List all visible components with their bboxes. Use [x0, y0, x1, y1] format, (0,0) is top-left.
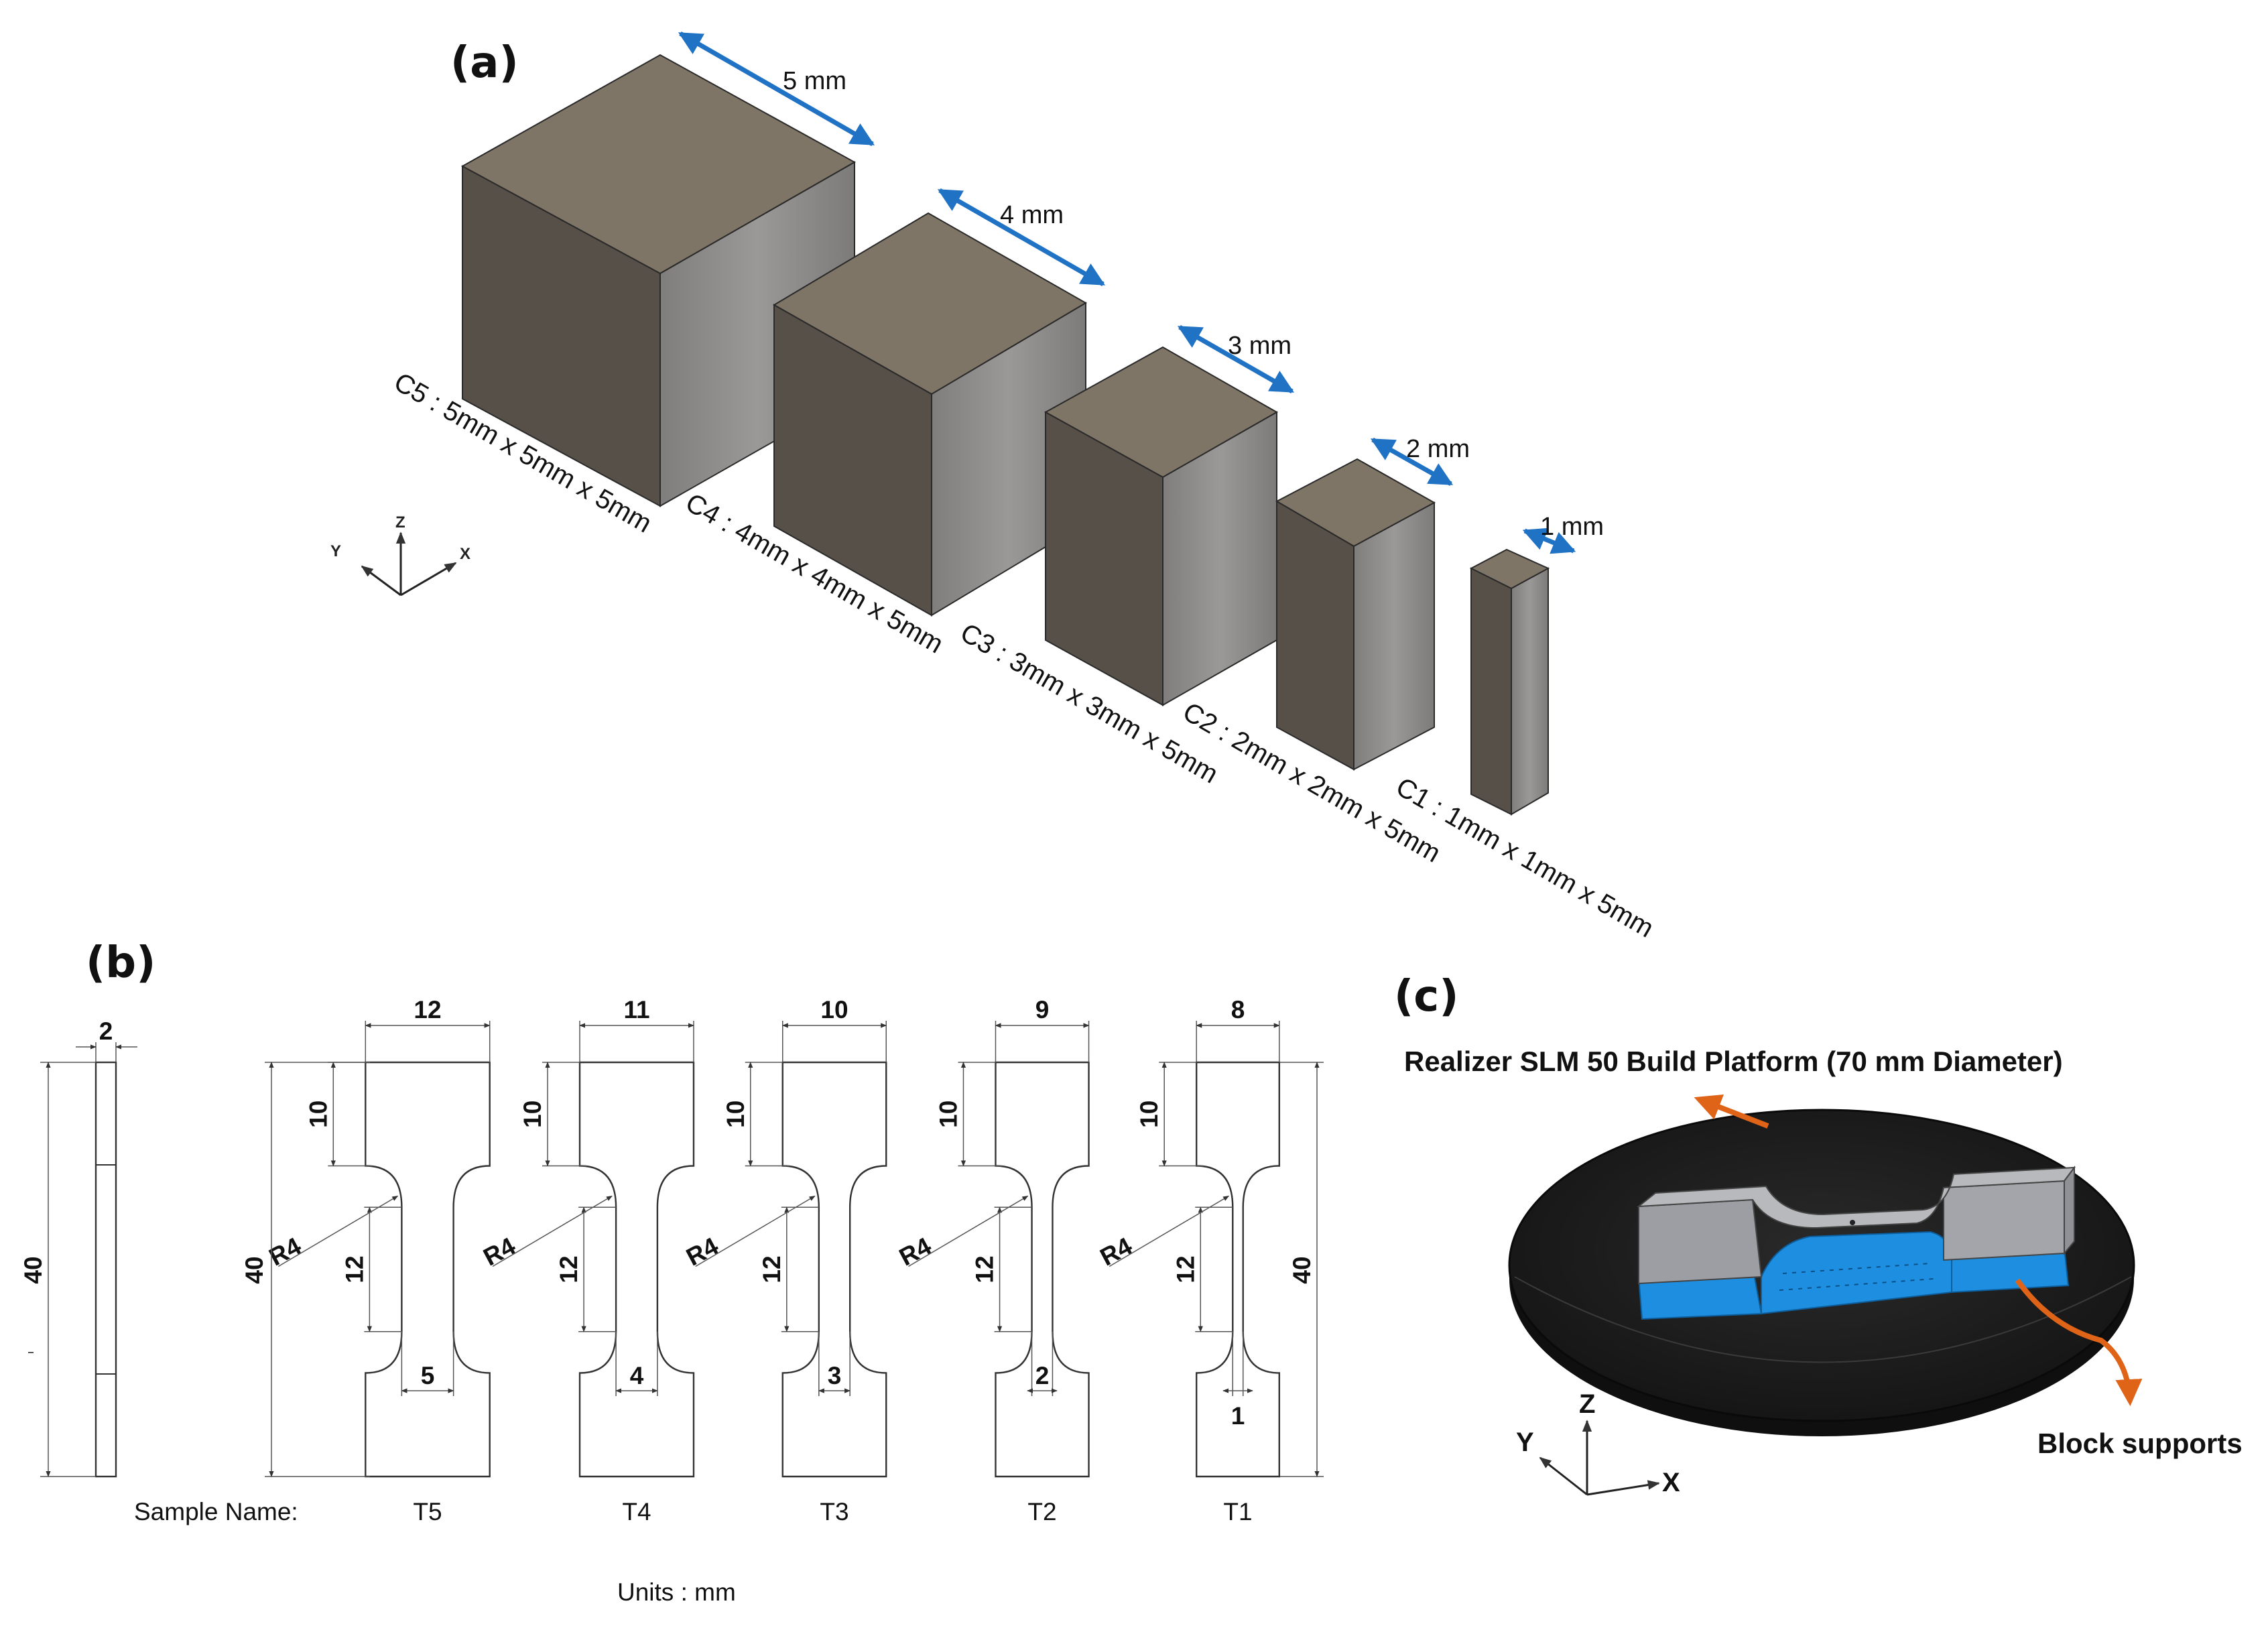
c1-size-label: 1 mm [1540, 513, 1604, 541]
radius-leader-t1 [1109, 1195, 1230, 1267]
grip-length-t3: 10 [722, 1101, 749, 1128]
axis-c-z: Z [1579, 1389, 1595, 1419]
gauge-width-t4: 4 [630, 1362, 644, 1389]
radius-leader-t5 [277, 1195, 399, 1267]
gauge-length-t3: 12 [758, 1255, 785, 1283]
radius-t1: R4 [1096, 1232, 1137, 1271]
radius-t3: R4 [682, 1232, 722, 1271]
radius-t2: R4 [895, 1232, 936, 1271]
sample-name-t5: T5 [413, 1498, 442, 1525]
c4-width-arrow [937, 188, 1106, 287]
c2-size-label: 2 mm [1406, 435, 1470, 463]
specimen-t4-outline [578, 1061, 695, 1478]
cube-c3 [1044, 346, 1279, 706]
panel-c-label: (c) [1394, 972, 1458, 1021]
sample-name-t3: T3 [820, 1498, 848, 1525]
axis-a-x: X [460, 545, 470, 563]
c3-size-label: 3 mm [1228, 332, 1292, 360]
side-view-thickness: 2 [99, 1017, 113, 1045]
gauge-width-t5: 5 [421, 1362, 435, 1389]
sample-name-label: Sample Name: [134, 1498, 298, 1525]
radius-leader-t3 [695, 1195, 816, 1267]
gauge-length-t4: 12 [555, 1255, 582, 1283]
side-view-specimen [28, 1042, 137, 1478]
axis-c-y: Y [1516, 1428, 1534, 1457]
grip-width-t1: 8 [1231, 996, 1245, 1023]
sample-name-t1: T1 [1223, 1498, 1252, 1525]
radius-leader-t2 [908, 1195, 1029, 1267]
grip-length-t4: 10 [519, 1101, 546, 1128]
axis-a-z: Z [395, 513, 405, 531]
gauge-length-t2: 12 [971, 1255, 999, 1283]
axis-triad-a [361, 531, 457, 597]
block-supports-label: Block supports [2037, 1428, 2243, 1459]
overall-length-right: 40 [1288, 1256, 1316, 1283]
sample-name-t2: T2 [1027, 1498, 1056, 1525]
radius-t4: R4 [479, 1232, 520, 1271]
specimen-t1-outline [1196, 1061, 1280, 1478]
grip-length-t1: 10 [1135, 1101, 1163, 1128]
gauge-width-t3: 3 [828, 1362, 842, 1389]
specimen-t3-outline [781, 1061, 887, 1478]
printed-specimen [1636, 1166, 2076, 1320]
c2-width-arrow [1370, 437, 1454, 487]
cube-dimension-arrows [678, 31, 1576, 554]
supports-annotation-arrow [2015, 1278, 2143, 1406]
overall-length-dims [265, 1062, 1324, 1477]
axis-a-y: Y [330, 542, 341, 560]
gauge-width-t2: 2 [1035, 1362, 1050, 1389]
gauge-length-t5: 12 [340, 1255, 368, 1283]
c1-width-arrow [1522, 527, 1576, 554]
units-label: Units : mm [617, 1578, 736, 1606]
gauge-length-t1: 12 [1172, 1255, 1199, 1283]
axis-triad-c [1539, 1420, 1660, 1496]
panel-a-label: (a) [450, 38, 519, 88]
c5-width-arrow [678, 31, 875, 147]
overall-length-left: 40 [241, 1256, 268, 1283]
cube-c1 [1469, 548, 1550, 816]
c3-width-arrow [1177, 324, 1295, 394]
grip-width-t5: 12 [414, 996, 441, 1023]
grip-width-t2: 9 [1035, 996, 1050, 1023]
sample-name-t4: T4 [622, 1498, 651, 1525]
radius-leader-t4 [492, 1195, 613, 1267]
c4-size-label: 4 mm [1000, 201, 1064, 229]
specimen-t2-outline [995, 1061, 1090, 1478]
platform-label: Realizer SLM 50 Build Platform (70 mm Di… [1404, 1046, 2063, 1077]
c5-size-label: 5 mm [783, 67, 846, 95]
specimen-t5-outline [365, 1061, 491, 1478]
panel-b-label: (b) [86, 938, 155, 988]
cube-c2 [1275, 458, 1436, 771]
side-view-length: 40 [19, 1256, 47, 1283]
grip-length-t2: 10 [934, 1101, 962, 1128]
grip-width-t4: 11 [623, 996, 649, 1023]
grip-width-t3: 10 [820, 996, 848, 1023]
platform-annotation-arrow [1694, 1094, 1769, 1129]
tensile-specimens: 121012R45T5111012R44T4101012R43T391012R4… [265, 996, 1280, 1525]
grip-length-t5: 10 [304, 1101, 332, 1128]
axis-c-x: X [1662, 1468, 1680, 1497]
gauge-width-t1: 1 [1231, 1402, 1245, 1430]
radius-t5: R4 [265, 1232, 306, 1271]
